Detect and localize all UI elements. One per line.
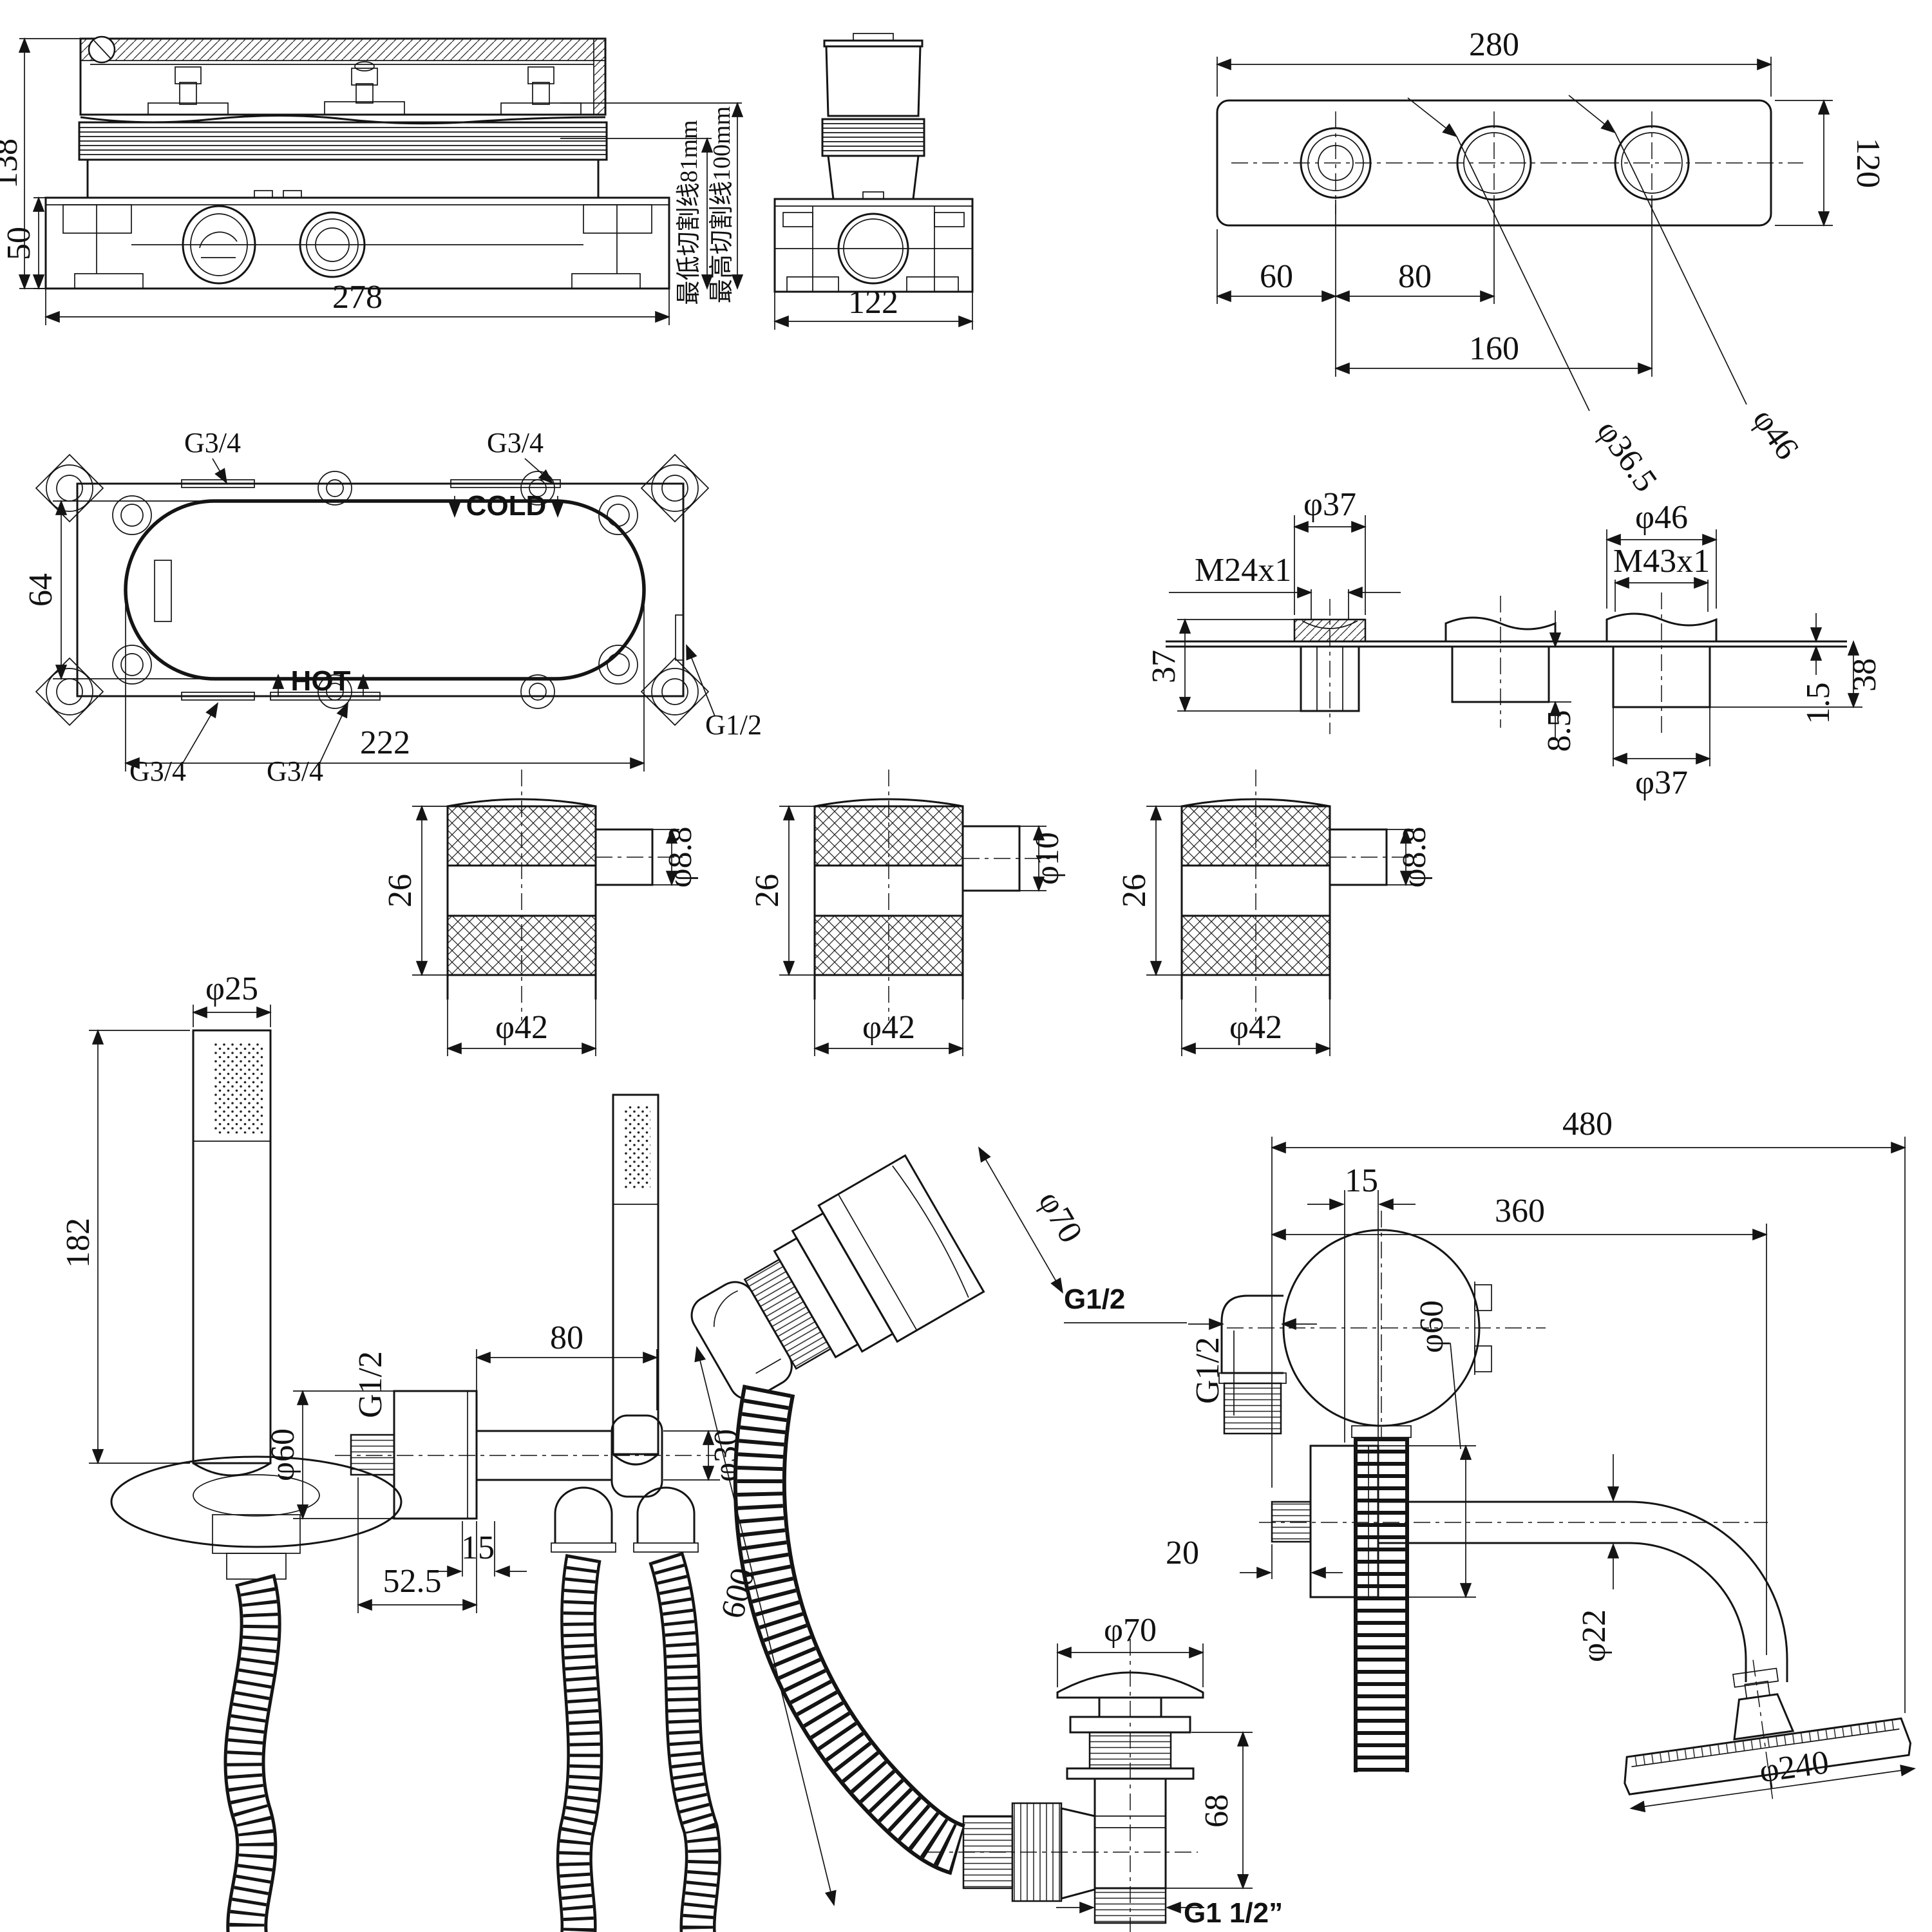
dim-height-50: 50: [1, 227, 37, 260]
hose-connector: [551, 1486, 616, 1553]
screw-icon: [88, 35, 116, 64]
port-label-g34: G3/4: [129, 755, 186, 787]
dim-protrusion-8-5: 8.5: [1541, 710, 1578, 752]
stem-right: [1605, 592, 1718, 734]
valve-rough-in-front-view: 最低切割线81mm 最高切割线100mm 278 50 138: [0, 35, 744, 325]
hot-label: HOT: [291, 665, 351, 697]
stem-dia-label: φ8.8: [662, 826, 699, 887]
cold-label: COLD: [466, 490, 547, 522]
shower-hose: [556, 1553, 603, 1932]
dia-label-70: φ70: [1104, 1612, 1157, 1649]
dim-height-26: 26: [382, 874, 419, 907]
dim-stub-20: 20: [1166, 1535, 1199, 1571]
dim-height-26: 26: [1116, 874, 1153, 907]
dia-label-60: φ60: [1414, 1300, 1450, 1353]
shower-hose: [223, 1573, 281, 1932]
dia-label-42: φ42: [1229, 1009, 1282, 1046]
bath-overflow-filler-view: φ70 600 G1/2: [690, 1146, 1546, 1906]
dim-total-480: 480: [1562, 1106, 1613, 1142]
dia-label-60: φ60: [265, 1428, 301, 1481]
thread-label-g1-1-2: G1 1/2”: [1184, 1897, 1283, 1929]
dim-projection-360: 360: [1495, 1193, 1545, 1229]
inlet-port: [182, 205, 256, 285]
dim-width-222: 222: [360, 724, 410, 761]
dim-offset-80: 80: [1398, 258, 1432, 295]
dim-height-37: 37: [1146, 650, 1182, 683]
thread-label-m43: M43x1: [1613, 543, 1710, 580]
dia-label-42: φ42: [495, 1009, 548, 1046]
cartridge: [500, 66, 582, 115]
dim-face-15: 15: [461, 1530, 495, 1566]
drain-waste-view: φ70 68 G1 1/2”: [927, 1612, 1283, 1932]
dim-arm-80: 80: [550, 1320, 583, 1356]
stem-left: [1293, 599, 1367, 734]
port-label-g34: G3/4: [267, 755, 323, 787]
handle: φ8.8 26 φ42: [1116, 770, 1433, 1056]
dim-height-26: 26: [749, 874, 786, 907]
dim-height-68: 68: [1198, 1794, 1235, 1828]
port-label-g34: G3/4: [487, 427, 544, 459]
stem-dia-label: φ10: [1029, 832, 1066, 885]
dim-height-64: 64: [23, 573, 59, 607]
dia-label-25: φ25: [205, 971, 258, 1007]
dia-label-37-bottom: φ37: [1635, 764, 1688, 801]
stem-dia-label: φ8.8: [1396, 826, 1433, 887]
cut-line-min-label: 最低切割线81mm: [676, 120, 703, 305]
thread-label-m24: M24x1: [1195, 552, 1291, 589]
dim-height-120: 120: [1850, 138, 1886, 188]
dim-height-38: 38: [1846, 658, 1883, 692]
knurled-handle-views: φ8.8 26 φ42 φ10 26 φ42: [382, 770, 1433, 1056]
mounting-bracket-plan-view: G3/4 G3/4 COLD HOT G1/2 G3/4 G3/4 64 222: [23, 427, 762, 787]
cartridge: [324, 61, 405, 115]
thread-label-g12: G1/2: [1064, 1283, 1125, 1315]
hand-shower-view: φ25 182: [60, 971, 402, 1932]
dim-face-15: 15: [1345, 1162, 1378, 1199]
holder-ring: [110, 1455, 402, 1580]
dim-length-182: 182: [60, 1218, 97, 1268]
dia-label-22: φ22: [1576, 1609, 1613, 1662]
dia-label-46: φ46: [1635, 499, 1688, 536]
cartridge: [147, 66, 229, 115]
dia-label-42: φ42: [862, 1009, 915, 1046]
dia-label-37: φ37: [1303, 486, 1356, 523]
overflow-body-side-view: [1218, 1211, 1546, 1772]
cut-line-max-label: 最高切割线100mm: [708, 106, 735, 303]
corner-lug: [640, 453, 710, 523]
knob-hole-small: [1300, 111, 1372, 214]
thread-label-g12: G1/2: [352, 1351, 389, 1418]
thread-label-g12: G1/2: [1189, 1337, 1226, 1404]
dim-offset-160: 160: [1469, 330, 1519, 367]
inlet-port: [299, 211, 366, 278]
corner-lug: [640, 657, 710, 726]
dim-thickness-1-5: 1.5: [1800, 683, 1837, 724]
handle: φ8.8 26 φ42: [382, 770, 699, 1056]
dim-length-52-5: 52.5: [383, 1563, 442, 1600]
handle: φ10 26 φ42: [749, 770, 1066, 1056]
shower-arm-view: φ240 480 360 15 G1/2 φ60 20 φ22: [1166, 1106, 1917, 1813]
valve-rough-in-side-view: 122: [773, 33, 974, 330]
dim-width-280: 280: [1469, 26, 1519, 63]
valve-stems-section-view: φ37 M24x1 φ46 M43x1 37 38 1.5 8.5 φ37: [1146, 486, 1883, 801]
shower-head: φ240: [1624, 1660, 1917, 1813]
dim-width-278: 278: [332, 279, 383, 316]
stem-middle: [1444, 596, 1557, 728]
dim-width-122: 122: [848, 284, 898, 321]
dim-height-138: 138: [0, 138, 24, 189]
port-label-g34: G3/4: [184, 427, 241, 459]
dim-offset-60: 60: [1260, 258, 1293, 295]
